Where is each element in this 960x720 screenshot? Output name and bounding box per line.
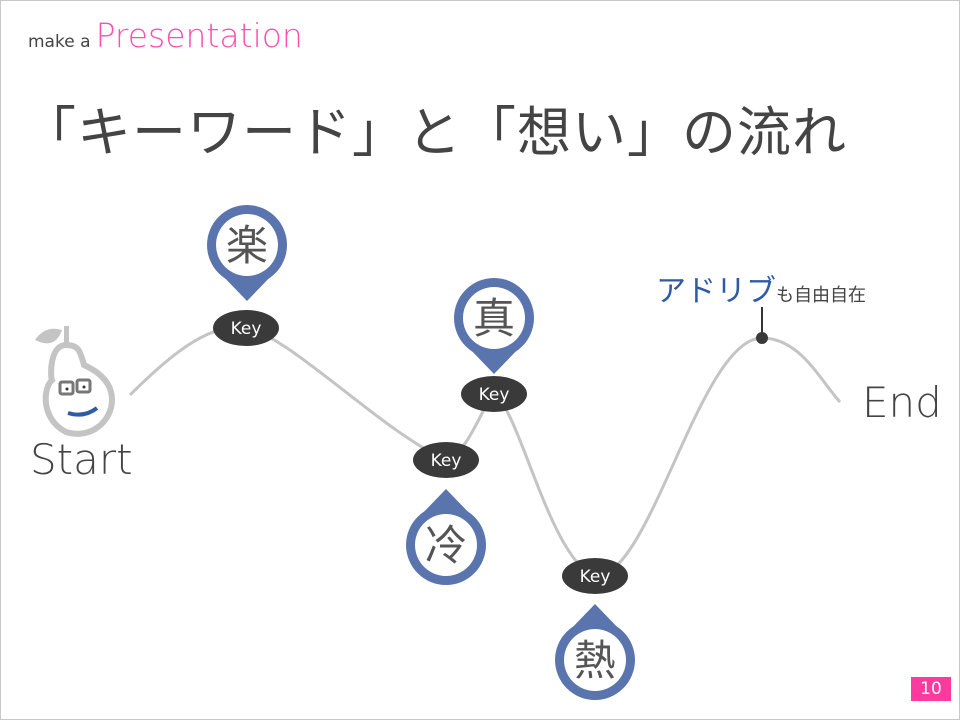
end-label: End (862, 378, 942, 427)
key-node: Key (562, 558, 628, 594)
pin-char: 真 (473, 294, 515, 343)
pin-marker: 真 (454, 278, 534, 374)
key-node: Key (461, 376, 527, 412)
pin-marker: 冷 (406, 489, 486, 585)
brand-big: Presentation (95, 16, 303, 55)
key-node: Key (213, 310, 279, 346)
key-label: Key (580, 567, 611, 587)
adlib-highlight: アドリブ (656, 274, 776, 309)
key-node: Key (413, 442, 479, 478)
brand: make a Presentation (28, 16, 303, 55)
adlib-point (756, 332, 768, 344)
pin-marker: 熱 (555, 604, 635, 700)
adlib-rest: も自由自在 (776, 285, 866, 306)
brand-small: make a (28, 32, 91, 52)
pin-char: 冷 (425, 521, 467, 570)
pin-marker: 楽 (207, 205, 287, 301)
page-number: 10 (911, 677, 951, 701)
pear-mascot-icon (35, 326, 116, 437)
start-label: Start (30, 435, 133, 484)
key-label: Key (431, 451, 462, 471)
key-label: Key (479, 385, 510, 405)
adlib-caption: アドリブも自由自在 (656, 266, 866, 310)
pin-char: 熱 (574, 636, 616, 685)
slide-title: 「キーワード」と「想い」の流れ (22, 101, 847, 164)
key-label: Key (231, 319, 262, 339)
pin-char: 楽 (226, 221, 268, 270)
